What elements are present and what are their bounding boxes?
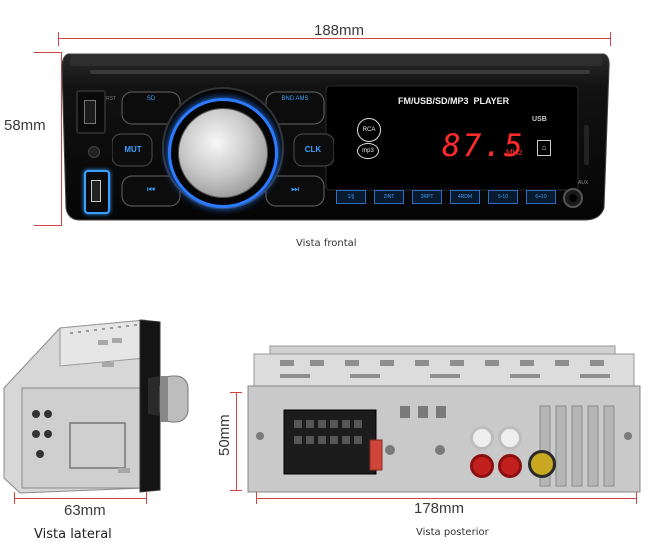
band-ams-button-label: BND AMS bbox=[281, 96, 309, 102]
preset-button-1[interactable]: 1/|| bbox=[336, 190, 366, 204]
preset-button-6[interactable]: 6+10 bbox=[526, 190, 556, 204]
prev-track-icon: ⏮ bbox=[146, 184, 156, 194]
next-track-icon: ⏭ bbox=[290, 184, 300, 194]
front-height-dimension-line bbox=[61, 52, 62, 226]
front-height-tick-top bbox=[34, 52, 62, 53]
mute-button-label: MUT bbox=[124, 145, 142, 154]
preset-button-3[interactable]: 3RPT bbox=[412, 190, 442, 204]
aux-label: AUX bbox=[578, 180, 589, 186]
rear-height-label: 50mm bbox=[216, 414, 233, 456]
rst-label: RST bbox=[106, 96, 116, 102]
rca-jack-red-left[interactable] bbox=[470, 454, 494, 478]
side-depth-dimension-line bbox=[14, 498, 147, 499]
preset-label: 6+10 bbox=[535, 194, 547, 200]
preset-row: 1/|| 2INT 3RPT 4RDM 5-10 6+10 bbox=[336, 190, 556, 206]
rear-width-label: 178mm bbox=[414, 500, 465, 517]
rear-width-tick-right bbox=[636, 492, 637, 504]
player-label: FM/USB/SD/MP3 PLAYER bbox=[398, 96, 510, 106]
next-track-button[interactable]: ⏭ bbox=[272, 184, 318, 200]
rear-height-tick-top bbox=[230, 392, 242, 393]
volume-knob[interactable] bbox=[178, 108, 268, 198]
rear-width-tick-left bbox=[256, 492, 257, 504]
front-width-label: 188mm bbox=[314, 22, 365, 39]
mp3-badge: mp3 bbox=[357, 143, 379, 159]
side-depth-tick-right bbox=[146, 492, 147, 504]
rca-jack-white-right[interactable] bbox=[498, 426, 522, 450]
front-width-tick-right bbox=[610, 32, 611, 46]
rca-badge: RCA bbox=[357, 118, 381, 142]
rca-jack-white-left[interactable] bbox=[470, 426, 494, 450]
preset-label: 2INT bbox=[383, 194, 395, 200]
usb-badge: USB bbox=[532, 116, 547, 123]
prev-track-button[interactable]: ⏮ bbox=[128, 184, 174, 200]
rear-height-dimension-line bbox=[236, 392, 237, 490]
aux-jack[interactable] bbox=[563, 188, 583, 208]
side-view-radio bbox=[3, 319, 189, 494]
band-ams-button[interactable]: BND AMS bbox=[272, 96, 318, 120]
caption-side: Vista lateral bbox=[34, 527, 112, 542]
usb-port[interactable] bbox=[76, 90, 106, 134]
usb-c-port[interactable] bbox=[84, 170, 110, 214]
clock-button[interactable]: CLK bbox=[294, 145, 332, 161]
preset-label: 3RPT bbox=[420, 194, 434, 200]
sd-button[interactable]: SD bbox=[128, 96, 174, 120]
bluetooth-icon: ⌂ bbox=[537, 140, 551, 156]
side-depth-tick-left bbox=[14, 492, 15, 504]
rear-width-dimension-line bbox=[256, 498, 636, 499]
caption-rear: Vista posterior bbox=[416, 527, 489, 538]
preset-button-4[interactable]: 4RDM bbox=[450, 190, 480, 204]
sd-button-label: SD bbox=[146, 96, 156, 102]
mute-button[interactable]: MUT bbox=[114, 145, 152, 161]
ir-sensor-icon bbox=[88, 146, 100, 158]
preset-label: 1/|| bbox=[347, 194, 355, 200]
frequency-readout: 87.5 bbox=[442, 128, 525, 164]
frequency-unit: MHz bbox=[506, 148, 523, 157]
rear-view-radio bbox=[247, 345, 641, 493]
caption-front: Vista frontal bbox=[296, 238, 357, 249]
front-height-tick-bottom bbox=[34, 225, 62, 226]
clock-button-label: CLK bbox=[304, 145, 322, 154]
front-width-tick-left bbox=[58, 32, 59, 46]
rca-jack-red-right[interactable] bbox=[498, 454, 522, 478]
preset-label: 4RDM bbox=[457, 194, 473, 200]
rear-height-tick-bottom bbox=[230, 490, 242, 491]
preset-button-2[interactable]: 2INT bbox=[374, 190, 404, 204]
release-slot bbox=[584, 125, 589, 165]
front-width-dimension-line bbox=[58, 38, 611, 39]
side-depth-label: 63mm bbox=[64, 502, 106, 519]
preset-button-5[interactable]: 5-10 bbox=[488, 190, 518, 204]
preset-label: 5-10 bbox=[497, 194, 508, 200]
antenna-jack[interactable] bbox=[528, 450, 556, 478]
front-height-label: 58mm bbox=[4, 117, 46, 134]
